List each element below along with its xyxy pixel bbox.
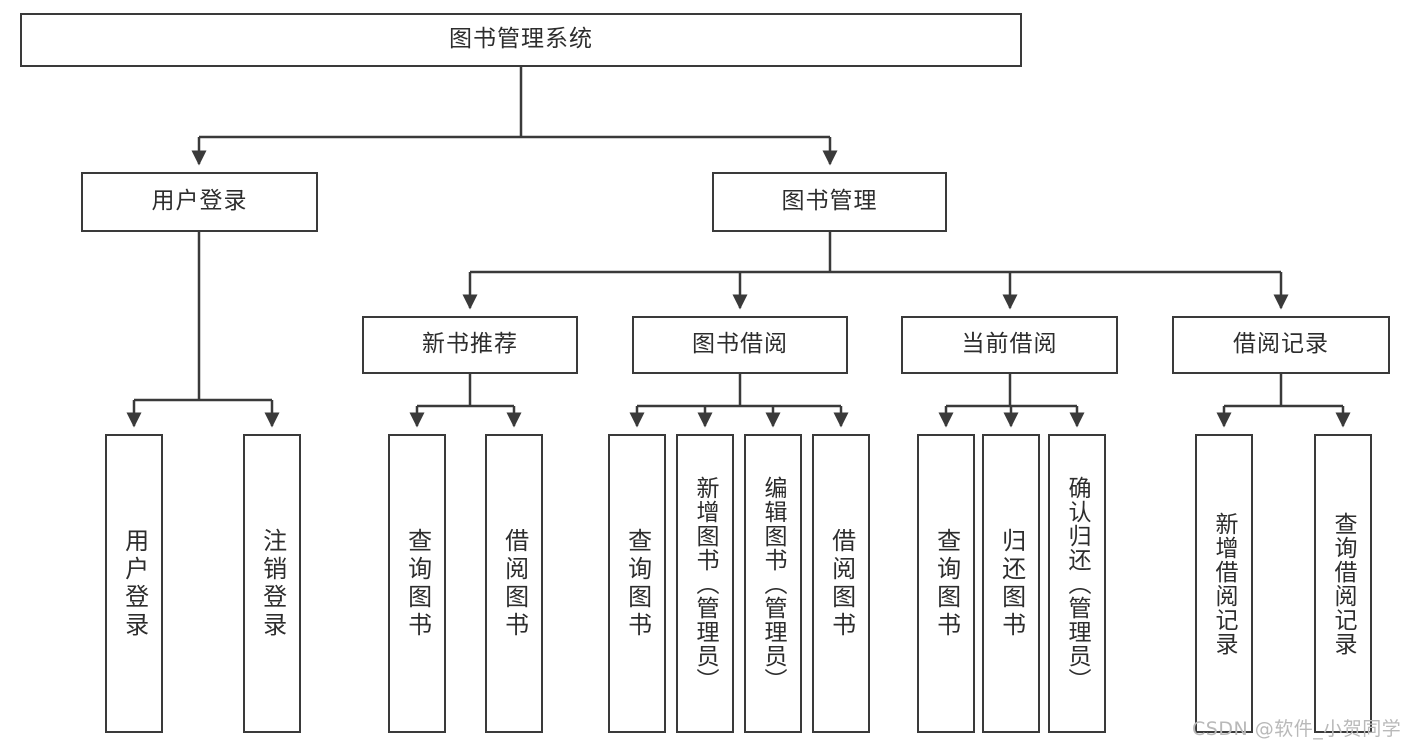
node-leaf-borrow-book-1[interactable]: 借阅图书 [485,434,543,733]
node-label: 编辑图书（管理员） [760,475,787,692]
node-leaf-query-borrow-record[interactable]: 查询借阅记录 [1314,434,1372,733]
node-label: 确认归还（管理员） [1064,475,1091,692]
node-label: 查询图书 [932,527,961,640]
node-root-system[interactable]: 图书管理系统 [20,13,1022,67]
node-label: 图书管理 [781,188,878,215]
node-label: 图书借阅 [692,331,788,358]
node-label: 查询图书 [403,527,432,640]
node-leaf-add-borrow-record[interactable]: 新增借阅记录 [1195,434,1253,733]
node-leaf-add-book[interactable]: 新增图书（管理员） [676,434,734,733]
node-label: 归还图书 [997,527,1026,640]
node-leaf-borrow-book-2[interactable]: 借阅图书 [812,434,870,733]
node-label: 查询图书 [623,527,652,640]
node-label: 用户登录 [151,188,248,215]
csdn-watermark: CSDN @软件_小贺同学 [1192,718,1402,740]
node-leaf-user-login[interactable]: 用户登录 [105,434,163,733]
node-label: 用户登录 [120,527,149,640]
node-label: 新书推荐 [422,331,518,358]
node-label: 新增图书（管理员） [692,475,719,692]
node-borrow-record[interactable]: 借阅记录 [1172,316,1390,374]
node-leaf-edit-book[interactable]: 编辑图书（管理员） [744,434,802,733]
node-label: 图书管理系统 [449,26,593,53]
node-label: 注销登录 [258,527,287,640]
node-new-book-recommend[interactable]: 新书推荐 [362,316,578,374]
node-user-login[interactable]: 用户登录 [81,172,318,232]
node-current-borrow[interactable]: 当前借阅 [901,316,1118,374]
node-label: 查询借阅记录 [1330,511,1357,656]
node-book-manage[interactable]: 图书管理 [712,172,947,232]
node-label: 借阅图书 [827,527,856,640]
node-label: 借阅图书 [500,527,529,640]
node-leaf-query-book-2[interactable]: 查询图书 [608,434,666,733]
node-leaf-user-logout[interactable]: 注销登录 [243,434,301,733]
node-leaf-query-book-3[interactable]: 查询图书 [917,434,975,733]
node-leaf-query-book-1[interactable]: 查询图书 [388,434,446,733]
node-label: 当前借阅 [961,331,1058,358]
node-label: 新增借阅记录 [1211,511,1238,656]
node-label: 借阅记录 [1233,331,1329,358]
node-leaf-return-book[interactable]: 归还图书 [982,434,1040,733]
node-book-borrow[interactable]: 图书借阅 [632,316,848,374]
node-leaf-confirm-return[interactable]: 确认归还（管理员） [1048,434,1106,733]
